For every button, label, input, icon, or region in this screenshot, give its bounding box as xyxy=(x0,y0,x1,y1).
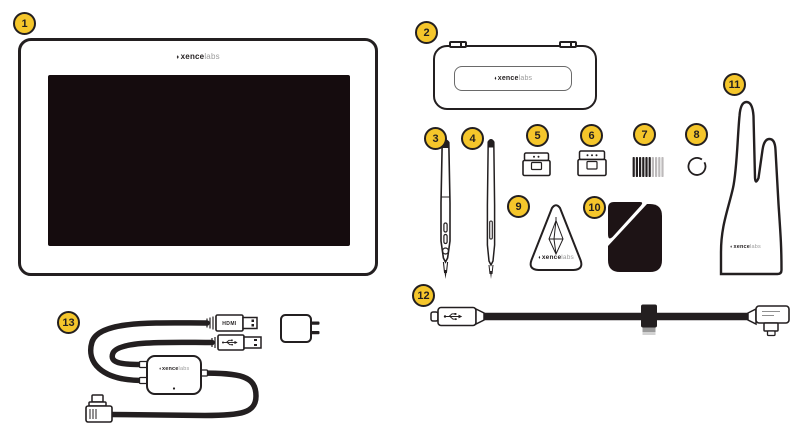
brand-light-text: labs xyxy=(518,74,533,82)
pen-button-round xyxy=(441,247,450,255)
pen-button-upper xyxy=(443,222,448,233)
right-angle-plug-body xyxy=(755,305,790,324)
item-badge-4: 4 xyxy=(461,127,484,150)
usb-c-cord xyxy=(108,370,259,419)
replacement-nibs xyxy=(632,157,664,177)
stylus-pen-slim xyxy=(486,139,496,279)
item-badge-6: 6 xyxy=(580,124,603,147)
stylus-pen-three-button xyxy=(440,139,451,279)
xencelabs-flame-icon: ♦ xyxy=(176,54,180,61)
tablet-screen xyxy=(48,75,350,246)
right-angle-plug-neck xyxy=(763,322,779,332)
cloth-folded-corner xyxy=(608,202,643,239)
power-adapter xyxy=(280,314,312,343)
usb-c-plug-tip xyxy=(430,311,439,322)
glove-drawing xyxy=(719,100,783,276)
pen-side-button xyxy=(489,220,493,240)
usb-a-cord xyxy=(109,339,215,368)
item-badge-1: 1 xyxy=(13,12,36,35)
dongle-port xyxy=(530,161,543,171)
converter-box xyxy=(146,355,202,395)
cable-velcro-wrap xyxy=(641,304,657,328)
item-badge-12: 12 xyxy=(412,284,435,307)
hdmi-cord xyxy=(88,320,210,384)
pen-nib xyxy=(490,271,492,279)
item-badge-2: 2 xyxy=(415,21,438,44)
item-badge-3: 3 xyxy=(424,127,447,150)
pen-button-lower xyxy=(443,233,448,245)
xencelabs-flame-icon: ♦ xyxy=(494,75,497,82)
hdmi-plug-tip xyxy=(242,316,258,330)
prism-logo-icon xyxy=(548,217,564,256)
three-in-one-cable-drawing: HDMI xyxy=(85,314,320,423)
nib-removal-ring xyxy=(687,157,707,176)
pen-nib xyxy=(444,270,447,279)
item-badge-5: 5 xyxy=(526,124,549,147)
item-badge-7: 7 xyxy=(633,123,656,146)
right-angle-plug-tip xyxy=(766,330,776,337)
pen-case-latch-right xyxy=(559,41,577,48)
item-badge-10: 10 xyxy=(583,196,606,219)
brand-bold-text: xence xyxy=(180,52,205,61)
brand-light-text: labs xyxy=(204,52,220,61)
usb-c-cable xyxy=(430,304,790,337)
usb-dongle-small xyxy=(522,152,551,177)
usb-dongle-large xyxy=(577,150,607,177)
hdmi-label: HDMI xyxy=(222,321,237,327)
pen-case-latch-left xyxy=(449,41,467,48)
item-badge-9: 9 xyxy=(507,195,530,218)
triangle-card-drawing xyxy=(529,204,583,271)
item-badge-11: 11 xyxy=(723,73,746,96)
usb-trident-icon xyxy=(221,339,238,346)
pen-eraser-tip xyxy=(488,139,494,148)
angle-plug-tip xyxy=(91,394,104,403)
brand-bold-text: xence xyxy=(497,74,519,82)
item-badge-8: 8 xyxy=(685,123,708,146)
dongle-port xyxy=(586,160,598,170)
item-badge-13: 13 xyxy=(57,311,80,334)
adapter-prong-top xyxy=(311,321,320,325)
usb-a-plug-tip xyxy=(243,336,262,349)
cleaning-cloth xyxy=(608,202,662,272)
usb-trident-icon xyxy=(443,313,463,321)
adapter-prong-bottom xyxy=(311,331,320,335)
three-in-one-cable-assembly: HDMI xyxy=(55,310,330,440)
